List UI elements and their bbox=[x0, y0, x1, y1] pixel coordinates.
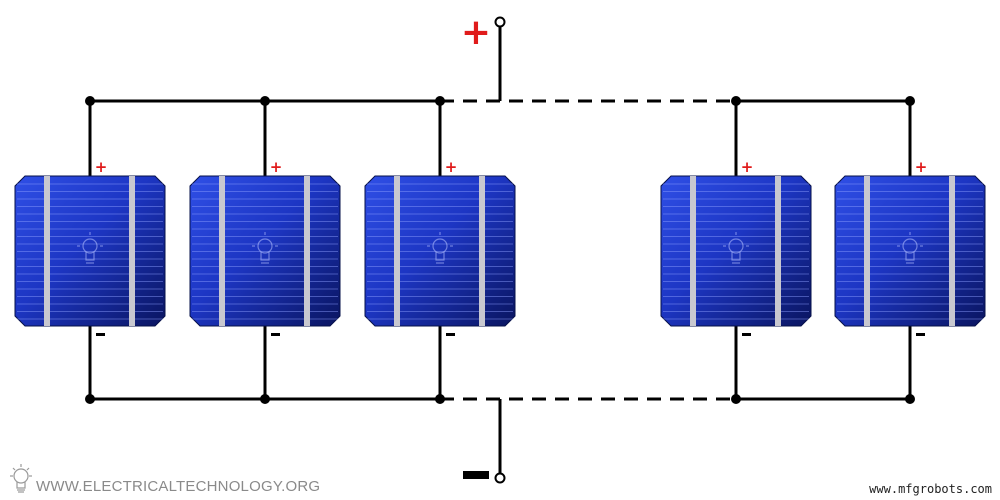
solar-cells: + + + + + bbox=[14, 158, 986, 336]
cell-busbar bbox=[129, 176, 135, 326]
cell-negative-label bbox=[271, 333, 280, 336]
cell-positive-label: + bbox=[95, 158, 108, 176]
cell-negative-label bbox=[742, 333, 751, 336]
cell-positive-label: + bbox=[915, 158, 928, 176]
junction-dot bbox=[905, 96, 915, 106]
cell-body bbox=[14, 175, 166, 327]
junction-dot bbox=[85, 394, 95, 404]
cell-bulb-icon bbox=[897, 232, 923, 264]
cell-bulb-icon bbox=[252, 232, 278, 264]
cell-body bbox=[834, 175, 986, 327]
watermark-left: WWW.ELECTRICALTECHNOLOGY.ORG bbox=[36, 478, 321, 495]
cell-busbar bbox=[690, 176, 696, 326]
junction-dot bbox=[731, 96, 741, 106]
cell-busbar bbox=[775, 176, 781, 326]
junction-dot bbox=[260, 96, 270, 106]
junction-dot bbox=[435, 96, 445, 106]
cell-busbar bbox=[394, 176, 400, 326]
junction-dot bbox=[905, 394, 915, 404]
cell-positive-label: + bbox=[270, 158, 283, 176]
cell-busbar bbox=[44, 176, 50, 326]
cell-busbar bbox=[304, 176, 310, 326]
solar-cell: + bbox=[189, 158, 341, 336]
watermark-right: www.mfgrobots.com bbox=[869, 482, 992, 496]
junction-dot bbox=[435, 394, 445, 404]
cell-busbar bbox=[479, 176, 485, 326]
cell-positive-label: + bbox=[741, 158, 754, 176]
solar-cell: + bbox=[660, 158, 812, 336]
cell-body bbox=[189, 175, 341, 327]
cell-body bbox=[660, 175, 812, 327]
cell-busbar bbox=[864, 176, 870, 326]
negative-terminal bbox=[494, 472, 506, 484]
bulb-logo-icon bbox=[10, 464, 32, 493]
junction-dot bbox=[260, 394, 270, 404]
cell-busbar bbox=[219, 176, 225, 326]
solar-cell: + bbox=[364, 158, 516, 336]
cell-negative-label bbox=[96, 333, 105, 336]
solar-cell: + bbox=[14, 158, 166, 336]
cell-body bbox=[364, 175, 516, 327]
cell-busbar bbox=[949, 176, 955, 326]
cell-bulb-icon bbox=[427, 232, 453, 264]
terminals: + bbox=[461, 12, 506, 484]
cell-negative-label bbox=[446, 333, 455, 336]
junction-dot bbox=[85, 96, 95, 106]
cell-bulb-icon bbox=[77, 232, 103, 264]
junction-dot bbox=[731, 394, 741, 404]
cell-negative-label bbox=[916, 333, 925, 336]
cell-bulb-icon bbox=[723, 232, 749, 264]
positive-terminal-label: + bbox=[461, 12, 491, 53]
negative-terminal-label bbox=[463, 471, 489, 479]
cell-positive-label: + bbox=[445, 158, 458, 176]
wiring bbox=[85, 27, 915, 473]
solar-cell: + bbox=[834, 158, 986, 336]
positive-terminal bbox=[494, 16, 506, 28]
